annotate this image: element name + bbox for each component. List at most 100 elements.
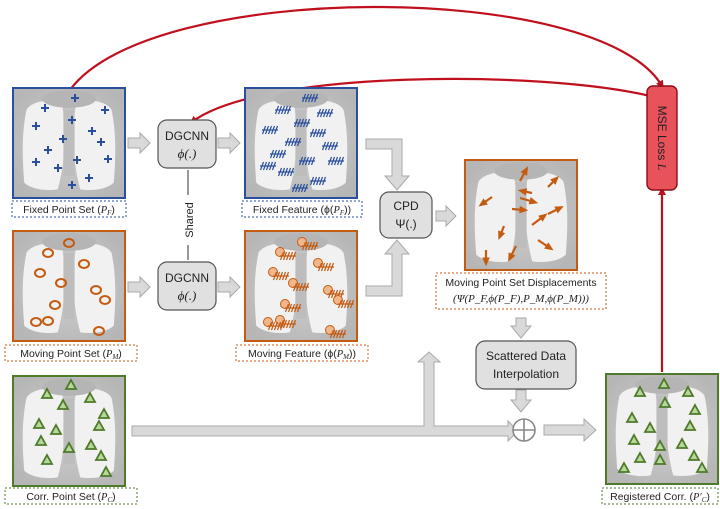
svg-text:DGCNN: DGCNN: [165, 129, 209, 143]
arrow-marker-icon: [550, 175, 560, 185]
fixed-feature-markers: [259, 93, 345, 193]
svg-text:Ψ(.): Ψ(.): [395, 217, 416, 231]
triangle-marker-icon: [695, 461, 709, 473]
registered-corr-markers: [617, 377, 709, 473]
moving-feature-caption: Moving Feature (ϕ(PM)): [248, 348, 356, 361]
arrow-marker-icon: [482, 257, 490, 267]
displacements-caption-box: [435, 272, 607, 310]
triangle-marker-icon: [92, 419, 106, 431]
flow-arrows: [127, 131, 597, 443]
triangle-marker-icon: [633, 451, 647, 463]
corr-point-set-panel: [12, 375, 126, 487]
arrow-marker-icon: [520, 166, 529, 176]
fixed-point-markers: [32, 94, 112, 189]
triangle-marker-icon: [99, 465, 113, 477]
triangle-marker-icon: [681, 385, 695, 397]
arrow-marker-icon: [517, 188, 528, 196]
moving-feature-caption-box: [235, 344, 369, 362]
moving-point-set-caption: Moving Point Set (PM): [20, 348, 122, 361]
triangle-marker-icon: [658, 396, 672, 408]
interpolation-module: Scattered Data Interpolation: [475, 340, 577, 390]
arrow-marker-icon: [544, 242, 554, 251]
arrow-marker-icon: [498, 230, 506, 240]
arrow-marker-icon: [508, 252, 516, 262]
cpd-module: CPD Ψ(.): [379, 191, 433, 239]
moving-point-markers: [30, 238, 111, 336]
arrow-marker-icon: [519, 205, 529, 214]
moving-point-set-panel: [12, 230, 126, 342]
circle-marker-icon: [55, 278, 67, 288]
circle-marker-icon: [63, 238, 75, 248]
circle-marker-icon: [30, 317, 42, 327]
svg-text:MSE Loss L: MSE Loss L: [655, 106, 669, 171]
fixed-point-set-caption: Fixed Point Set (PF): [23, 204, 115, 217]
triangle-marker-icon: [643, 421, 657, 433]
arrow-marker-icon: [478, 198, 488, 207]
svg-text:ϕ(.): ϕ(.): [178, 288, 197, 303]
circle-marker-icon: [34, 268, 46, 278]
dgcnn-top-module: DGCNN ϕ(.): [157, 119, 217, 169]
mse-loss-block: MSE Loss L: [646, 85, 678, 191]
triangle-marker-icon: [62, 441, 76, 453]
triangle-marker-icon: [653, 439, 667, 451]
triangle-marker-icon: [40, 387, 54, 399]
triangle-marker-icon: [56, 398, 70, 410]
displacements-panel: [464, 159, 578, 271]
displacements-caption-line1: Moving Point Set Displacements: [445, 277, 596, 289]
fixed-point-set-panel: [12, 87, 126, 199]
triangle-marker-icon: [657, 377, 671, 389]
fixed-feature-caption: Fixed Feature (ϕ(PF)): [253, 204, 351, 217]
svg-text:ϕ(.): ϕ(.): [178, 146, 197, 161]
corr-point-set-caption: Corr. Point Set (PC): [26, 491, 115, 504]
triangle-marker-icon: [627, 433, 641, 445]
moving-point-set-caption-box: [4, 344, 138, 362]
displacement-arrows: [478, 166, 564, 267]
fixed-feature-caption-box: [241, 200, 363, 218]
displacements-caption-line2: (Ψ(P_F,ϕ(P_F),P_M,ϕ(P_M))): [453, 293, 589, 305]
arrow-marker-icon: [528, 197, 539, 205]
triangle-marker-icon: [675, 437, 689, 449]
feedback-arc-loss-to-dgcnn: [189, 77, 651, 124]
triangle-marker-icon: [688, 403, 702, 415]
svg-text:CPD: CPD: [393, 199, 419, 213]
svg-text:Scattered Data: Scattered Data: [486, 349, 566, 363]
triangle-marker-icon: [32, 417, 46, 429]
triangle-marker-icon: [94, 449, 108, 461]
triangle-marker-icon: [64, 378, 78, 390]
feedback-arc-fixed-to-loss: [69, 5, 664, 91]
arrow-marker-icon: [554, 206, 564, 214]
dgcnn-bottom-module: DGCNN ϕ(.): [157, 261, 217, 311]
moving-feature-markers: [263, 237, 355, 339]
circle-marker-icon: [90, 285, 102, 295]
fixed-feature-panel: [244, 87, 358, 199]
registered-corr-panel: [605, 373, 719, 485]
circle-marker-icon: [99, 295, 111, 305]
triangle-marker-icon: [83, 391, 97, 403]
circle-marker-icon: [49, 300, 61, 310]
arrow-marker-icon: [538, 213, 548, 222]
registered-corr-caption: Registered Corr. (P′C): [610, 491, 710, 504]
triangle-marker-icon: [625, 411, 639, 423]
svg-text:DGCNN: DGCNN: [165, 271, 209, 285]
circle-marker-icon: [42, 248, 54, 258]
triangle-marker-icon: [687, 449, 701, 461]
triangle-marker-icon: [40, 453, 54, 465]
fixed-point-set-caption-box: [11, 200, 127, 218]
corr-point-set-caption-box: [4, 487, 138, 505]
registered-corr-caption-box: [601, 487, 719, 505]
triangle-marker-icon: [84, 438, 98, 450]
triangle-marker-icon: [633, 385, 647, 397]
moving-feature-panel: [244, 230, 358, 342]
circle-marker-icon: [78, 259, 90, 269]
circle-marker-icon: [93, 326, 105, 336]
triangle-marker-icon: [49, 423, 63, 435]
triangle-marker-icon: [683, 419, 697, 431]
circle-marker-icon: [42, 316, 54, 326]
shared-label: Shared: [184, 202, 196, 237]
triangle-marker-icon: [653, 453, 667, 465]
triangle-marker-icon: [617, 461, 631, 473]
svg-text:Interpolation: Interpolation: [493, 367, 559, 381]
triangle-marker-icon: [97, 407, 111, 419]
corr-point-markers: [32, 378, 113, 477]
